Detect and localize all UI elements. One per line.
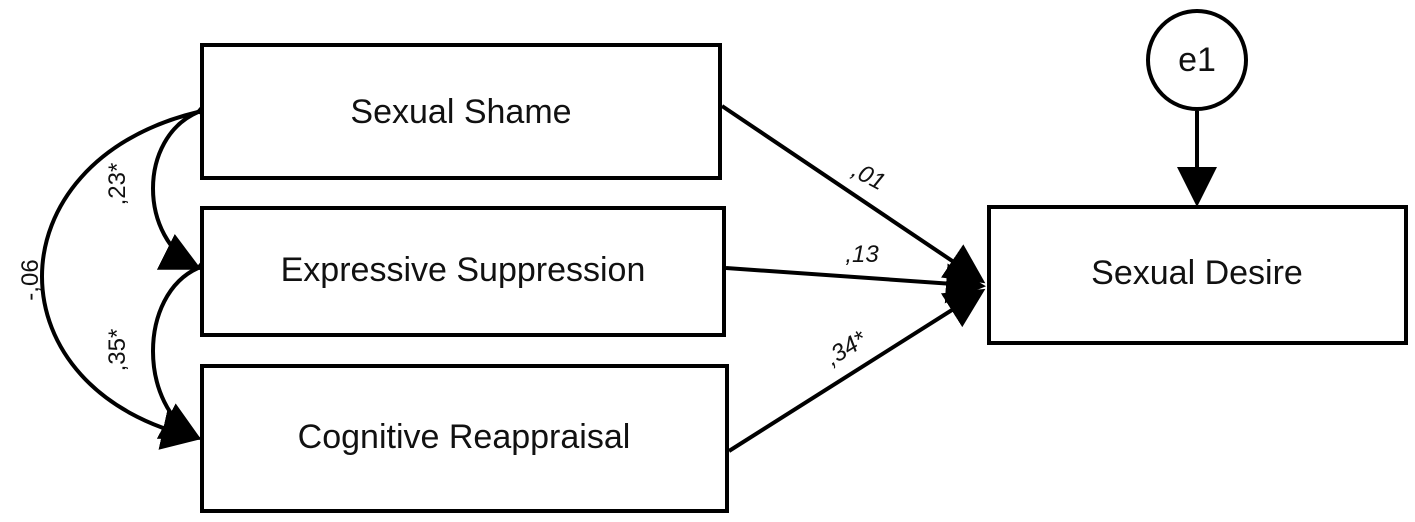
path-suppression-to-desire (725, 263, 986, 304)
node-label-expressive-suppression: Expressive Suppression (281, 251, 646, 289)
correlation-shame-reappraisal (40, 84, 238, 450)
error-term-circle (1146, 9, 1248, 111)
coef-suppression-desire: ,13 (845, 241, 879, 268)
node-box-sexual-desire (987, 205, 1408, 345)
corr-suppression-reappraisal: ,35* (104, 329, 131, 372)
corr-shame-reappraisal: -,06 (17, 259, 44, 300)
path-reappraisal-to-desire (727, 288, 986, 453)
node-box-expressive-suppression (200, 206, 726, 337)
error-term-label: e1 (1178, 41, 1216, 79)
corr-shame-suppression: ,23* (104, 163, 131, 206)
correlation-shame-suppression (151, 79, 239, 270)
coef-shame-desire: ,01 (847, 157, 889, 197)
path-shame-to-desire (720, 104, 986, 284)
node-label-cognitive-reappraisal: Cognitive Reappraisal (298, 418, 631, 456)
node-box-cognitive-reappraisal (200, 364, 729, 513)
node-label-sexual-shame: Sexual Shame (350, 93, 571, 131)
node-label-sexual-desire: Sexual Desire (1091, 254, 1303, 292)
node-box-sexual-shame (200, 43, 722, 180)
correlation-suppression-reappraisal (151, 234, 240, 440)
